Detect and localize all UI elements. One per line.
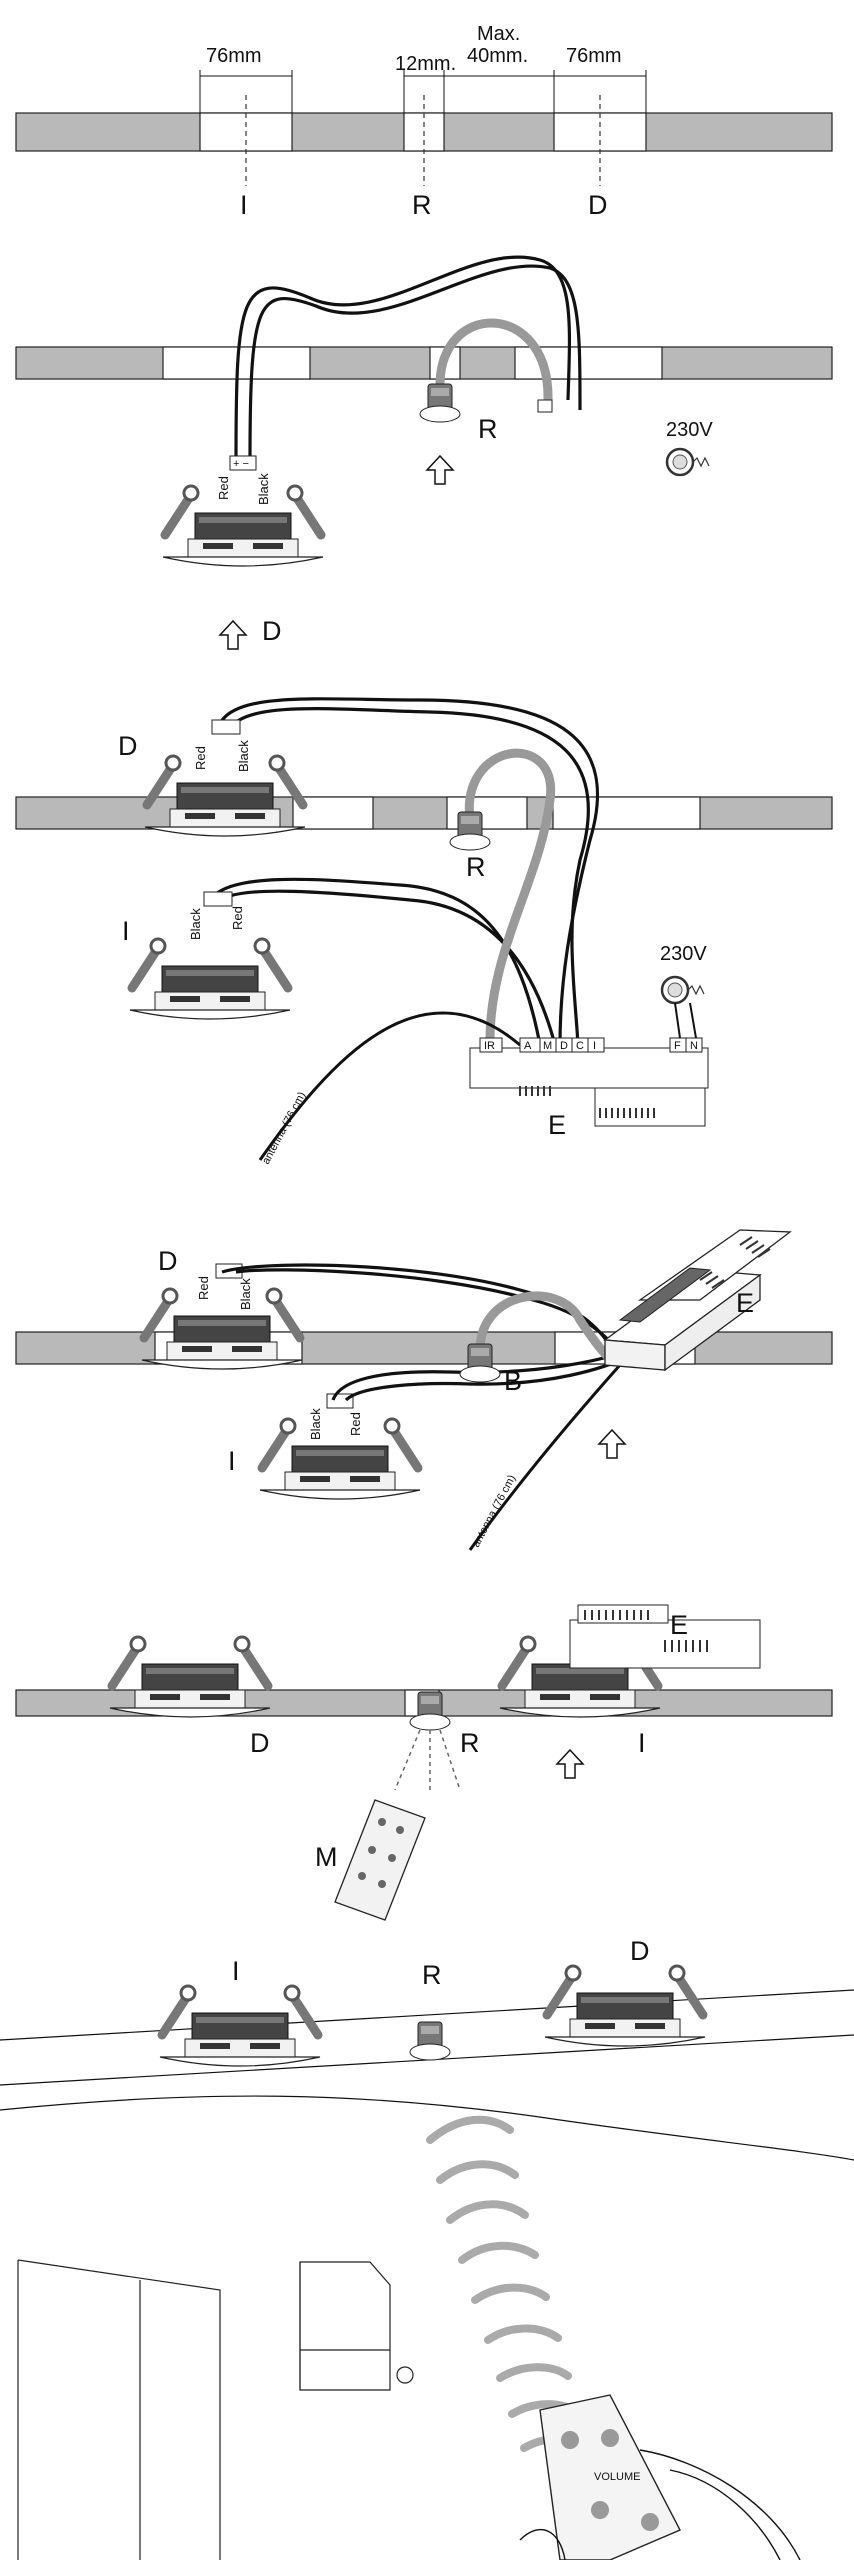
term-a: A [524, 1040, 532, 1052]
panel-2-wiring-install: R + − Red Black D 230V [15, 255, 833, 650]
wire-red-d: Red [196, 1276, 211, 1300]
label-d: D [630, 1936, 650, 1966]
label-i: I [228, 1446, 236, 1476]
panel-6-room-usage: I R D [0, 1936, 854, 2561]
wire-black-i: Black [308, 1408, 323, 1440]
panel-5-installed-remote: E D R I M [15, 1604, 833, 1921]
label-d: D [262, 616, 282, 646]
dim-right: 76mm [566, 45, 622, 67]
hand-with-remote: VOLUME [519, 2394, 801, 2561]
panel-4-unit-insertion: Red Black Black Red D B I E antenna (76 … [15, 1229, 833, 1551]
label-r: R [422, 1960, 442, 1990]
dim-mid: 12mm. [395, 53, 456, 75]
label-d: D [158, 1246, 178, 1276]
room-furniture [17, 2259, 414, 2560]
label-e: E [736, 1288, 754, 1318]
wire-black: Black [256, 473, 271, 505]
wire-red-d: Red [193, 746, 208, 770]
control-unit-e-above [569, 1604, 761, 1669]
control-unit-e-3d [603, 1229, 792, 1372]
wire-red-i: Red [230, 906, 245, 930]
term-ir: IR [484, 1040, 495, 1052]
term-i: I [593, 1040, 596, 1052]
wire-black-i: Black [188, 908, 203, 940]
wire-red: Red [216, 476, 231, 500]
term-d: D [560, 1040, 568, 1052]
dim-left: 76mm [206, 45, 262, 67]
antenna-label: antenna (76 cm) [470, 1473, 518, 1549]
label-d: D [118, 731, 138, 761]
label-b: B [504, 1366, 522, 1396]
label-i: I [122, 916, 130, 946]
label-r: R [460, 1728, 480, 1758]
label-r: R [412, 190, 432, 220]
svg-text:+ −: + − [233, 458, 249, 470]
term-f: F [674, 1040, 681, 1052]
term-c: C [576, 1040, 584, 1052]
dim-max-2: 40mm. [467, 45, 528, 67]
label-d: D [250, 1728, 270, 1758]
label-e: E [670, 1610, 688, 1640]
label-r: R [466, 852, 486, 882]
wire-black-d: Black [236, 740, 251, 772]
label-i: I [232, 1956, 240, 1986]
wire-black-d: Black [238, 1278, 253, 1310]
label-d: D [588, 190, 608, 220]
panel-1-cutout-dimensions: 76mm 12mm. Max. 40mm. 76mm I R D [15, 23, 833, 220]
label-r: R [478, 414, 498, 444]
voltage: 230V [660, 943, 707, 965]
label-m: M [315, 1842, 338, 1872]
term-n: N [690, 1040, 698, 1052]
wire-red-i: Red [348, 1412, 363, 1436]
dim-max-1: Max. [477, 23, 520, 45]
antenna-label: antenna (76 cm) [260, 1090, 308, 1166]
label-i: I [638, 1728, 646, 1758]
panel-3-control-unit-wiring: Red Black Black Red D R I IR A M D C I F… [15, 697, 833, 1166]
remote-volume-label: VOLUME [594, 2471, 640, 2483]
label-e: E [548, 1110, 566, 1140]
voltage: 230V [666, 419, 713, 441]
label-i: I [240, 190, 248, 220]
control-unit-e: IR A M D C I F N [469, 1037, 709, 1127]
ir-signal-waves [426, 2115, 592, 2452]
remote-control-m [334, 1799, 426, 1921]
term-m: M [543, 1040, 552, 1052]
